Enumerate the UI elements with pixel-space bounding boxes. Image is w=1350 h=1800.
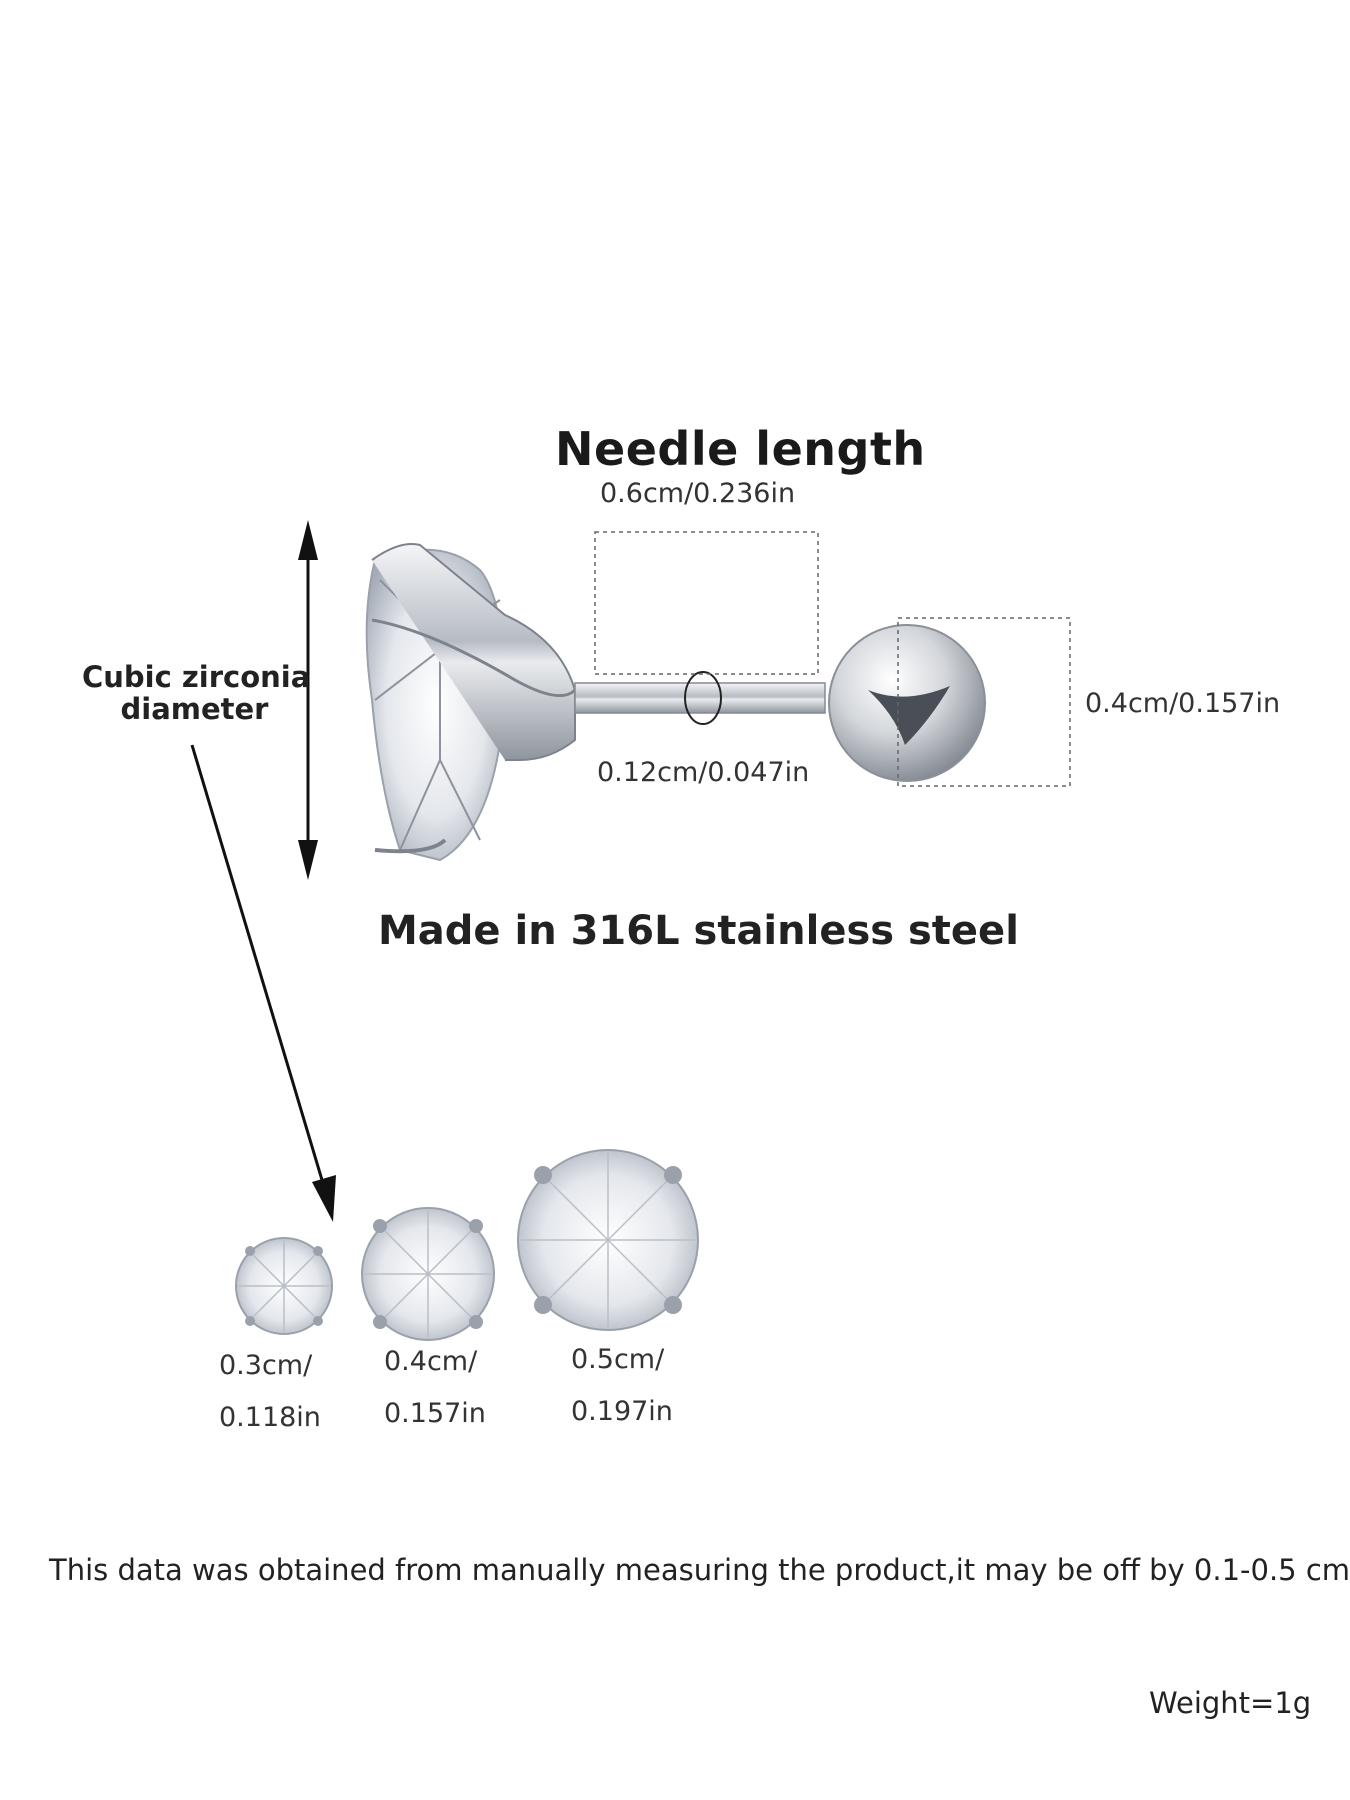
needle-length-title: Needle length bbox=[555, 422, 926, 476]
size-small-in: 0.118in bbox=[219, 1402, 321, 1433]
gem-size-large bbox=[517, 1149, 699, 1331]
cubic-zirconia-label-line1: Cubic zirconia bbox=[82, 660, 311, 694]
ball-end bbox=[828, 624, 986, 782]
size-large-in: 0.197in bbox=[571, 1396, 673, 1427]
gem-size-medium bbox=[361, 1207, 495, 1341]
weight-label: Weight=1g bbox=[1149, 1686, 1312, 1720]
size-medium-cm: 0.4cm/ bbox=[384, 1346, 478, 1377]
cubic-zirconia-label-line2: diameter bbox=[120, 692, 269, 726]
earring-stone-side-view bbox=[365, 543, 577, 862]
ball-diameter-value: 0.4cm/0.157in bbox=[1085, 688, 1281, 719]
size-label-large: 0.5cm/ 0.197in bbox=[571, 1334, 673, 1438]
size-large-cm: 0.5cm/ bbox=[571, 1344, 665, 1375]
size-medium-in: 0.157in bbox=[384, 1398, 486, 1429]
needle-pin bbox=[574, 671, 826, 725]
measurement-disclaimer: This data was obtained from manually mea… bbox=[49, 1553, 1350, 1587]
material-heading: Made in 316L stainless steel bbox=[378, 908, 1019, 954]
gem-size-small bbox=[235, 1237, 333, 1335]
needle-length-guide bbox=[594, 531, 819, 675]
cubic-zirconia-label: Cubic zirconia diameter bbox=[82, 660, 311, 726]
size-label-medium: 0.4cm/ 0.157in bbox=[384, 1336, 486, 1440]
size-small-cm: 0.3cm/ bbox=[219, 1350, 313, 1381]
needle-thickness-value: 0.12cm/0.047in bbox=[597, 757, 810, 788]
stone-height-arrow bbox=[298, 520, 318, 880]
needle-length-value: 0.6cm/0.236in bbox=[600, 478, 796, 509]
size-label-small: 0.3cm/ 0.118in bbox=[219, 1340, 321, 1444]
ball-diameter-guide bbox=[897, 617, 1071, 787]
diameter-pointer-arrow bbox=[190, 744, 336, 1222]
